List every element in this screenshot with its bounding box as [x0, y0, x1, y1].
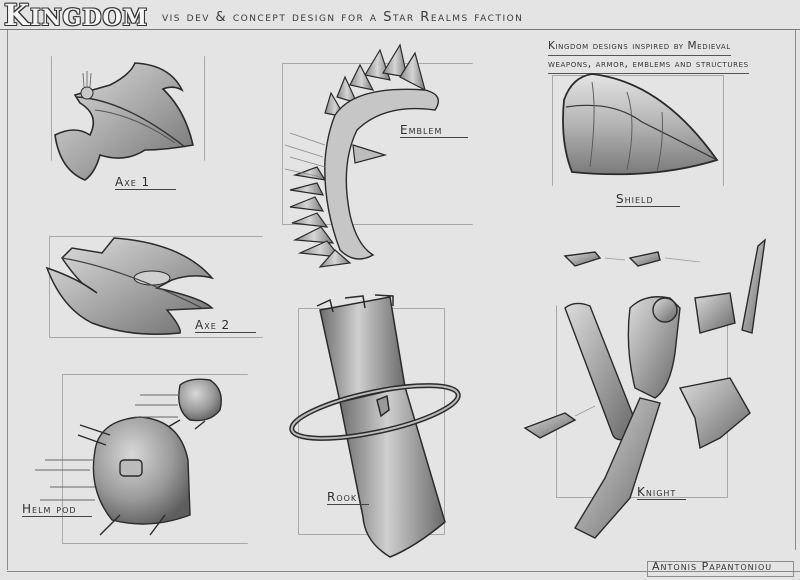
emblem-ship-icon: [284, 43, 439, 268]
frame-right-border: [795, 30, 796, 550]
double-axe-ship-icon: [45, 237, 215, 335]
frame-left-border: [7, 30, 8, 570]
rook-tower-icon: [289, 294, 461, 558]
label-helm-pod: Helm pod: [22, 502, 92, 517]
page-subtitle: vis dev & concept design for a Star Real…: [162, 10, 524, 25]
label-axe1: Axe 1: [115, 175, 177, 190]
title-rest: INGDOM: [30, 5, 149, 31]
guide-box-shield: [552, 75, 724, 186]
design-note: Kingdom designs inspired by Medieval wea…: [548, 38, 788, 74]
title-initial: K: [4, 0, 31, 32]
helm-pod-icon: [35, 378, 222, 536]
label-shield: Shield: [616, 192, 680, 207]
frame-bottom-border: [7, 571, 800, 572]
note-line-2: weapons, armor, emblems and structures: [548, 56, 749, 74]
signature-box: [647, 561, 794, 577]
knight-mech-icon: [523, 238, 766, 539]
label-axe2: Axe 2: [195, 318, 257, 333]
shield-ship-icon: [562, 73, 719, 176]
label-knight: Knight: [637, 485, 687, 500]
label-rook: Rook: [327, 490, 370, 505]
title-underline: [0, 29, 800, 30]
axe-ship-icon: [54, 62, 194, 181]
guide-box-helm: [62, 374, 248, 544]
page-title: KINGDOM: [4, 0, 148, 32]
guide-box-axe2: [49, 236, 263, 338]
artist-signature: Antonis Papantoniou: [652, 560, 773, 573]
guide-box-axe1: [51, 56, 205, 161]
label-emblem: Emblem: [400, 123, 469, 138]
note-line-1: Kingdom designs inspired by Medieval: [548, 38, 731, 56]
